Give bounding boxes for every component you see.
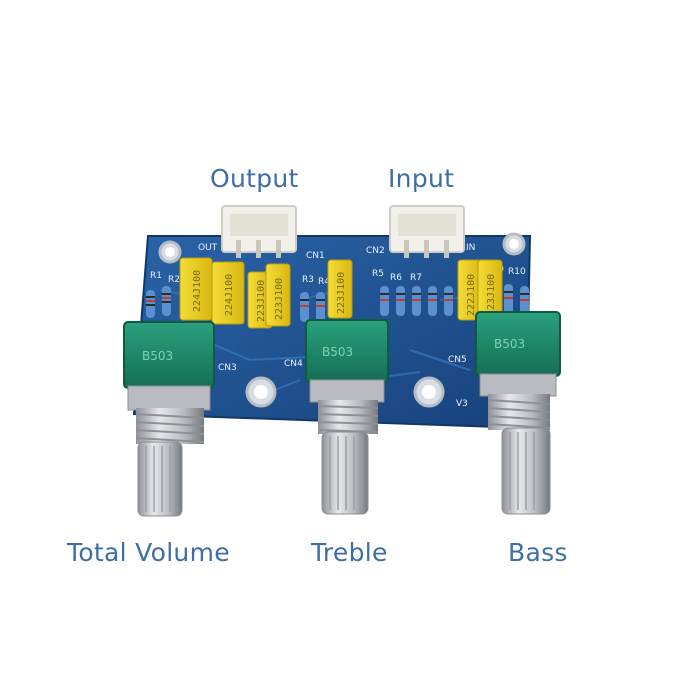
capacitor-c5: 223J100 — [327, 259, 353, 319]
input-connector — [389, 205, 465, 258]
silk-r5: R5 — [372, 269, 384, 279]
silk-r2: R2 — [168, 275, 180, 285]
bass-label: Bass — [508, 538, 568, 567]
silk-r3: R3 — [302, 275, 314, 285]
potentiometer-bass: B503 — [475, 311, 561, 515]
potentiometer-volume: B503 — [123, 321, 215, 517]
svg-text:224J100: 224J100 — [192, 270, 203, 312]
total-volume-label: Total Volume — [67, 538, 230, 567]
capacitor-c4: 223J100 — [265, 263, 291, 327]
mounting-hole-bottom-right — [413, 376, 445, 408]
silk-r1: R1 — [150, 271, 162, 281]
capacitor-c1: 224J100 — [179, 257, 213, 321]
capacitor-c2: 224J100 — [211, 261, 245, 325]
svg-text:224J100: 224J100 — [224, 274, 235, 316]
potentiometer-treble: B503 — [305, 319, 389, 515]
silk-cn1: CN1 — [306, 251, 325, 261]
output-label: Output — [210, 164, 299, 193]
silk-r4: R4 — [318, 277, 330, 287]
silk-cn2: CN2 — [366, 246, 385, 256]
silk-v3: V3 — [456, 399, 468, 409]
svg-text:222J100: 222J100 — [466, 274, 477, 316]
mounting-hole-top-right — [502, 232, 526, 256]
output-connector — [221, 205, 297, 258]
silk-r7: R7 — [410, 273, 422, 283]
mounting-hole-top-left — [158, 240, 182, 264]
mounting-hole-bottom-left — [245, 376, 277, 408]
svg-text:223J100: 223J100 — [274, 278, 285, 320]
svg-text:223J100: 223J100 — [486, 274, 497, 316]
input-label: Input — [388, 164, 455, 193]
svg-text:B503: B503 — [322, 345, 353, 359]
svg-text:B503: B503 — [494, 337, 525, 351]
svg-text:223J100: 223J100 — [336, 272, 347, 314]
capacitor-c6: 222J100 — [457, 259, 483, 321]
silk-cn4: CN4 — [284, 359, 303, 369]
silk-r6: R6 — [390, 273, 402, 283]
resistors — [146, 284, 529, 322]
silk-in: IN — [466, 243, 475, 253]
silk-r10: R10 — [508, 267, 526, 277]
silk-out: OUT — [198, 243, 218, 253]
svg-text:223J100: 223J100 — [256, 280, 267, 322]
treble-label: Treble — [311, 538, 388, 567]
silk-cn3: CN3 — [218, 363, 237, 373]
svg-text:B503: B503 — [142, 349, 173, 363]
silk-cn5: CN5 — [448, 355, 467, 365]
